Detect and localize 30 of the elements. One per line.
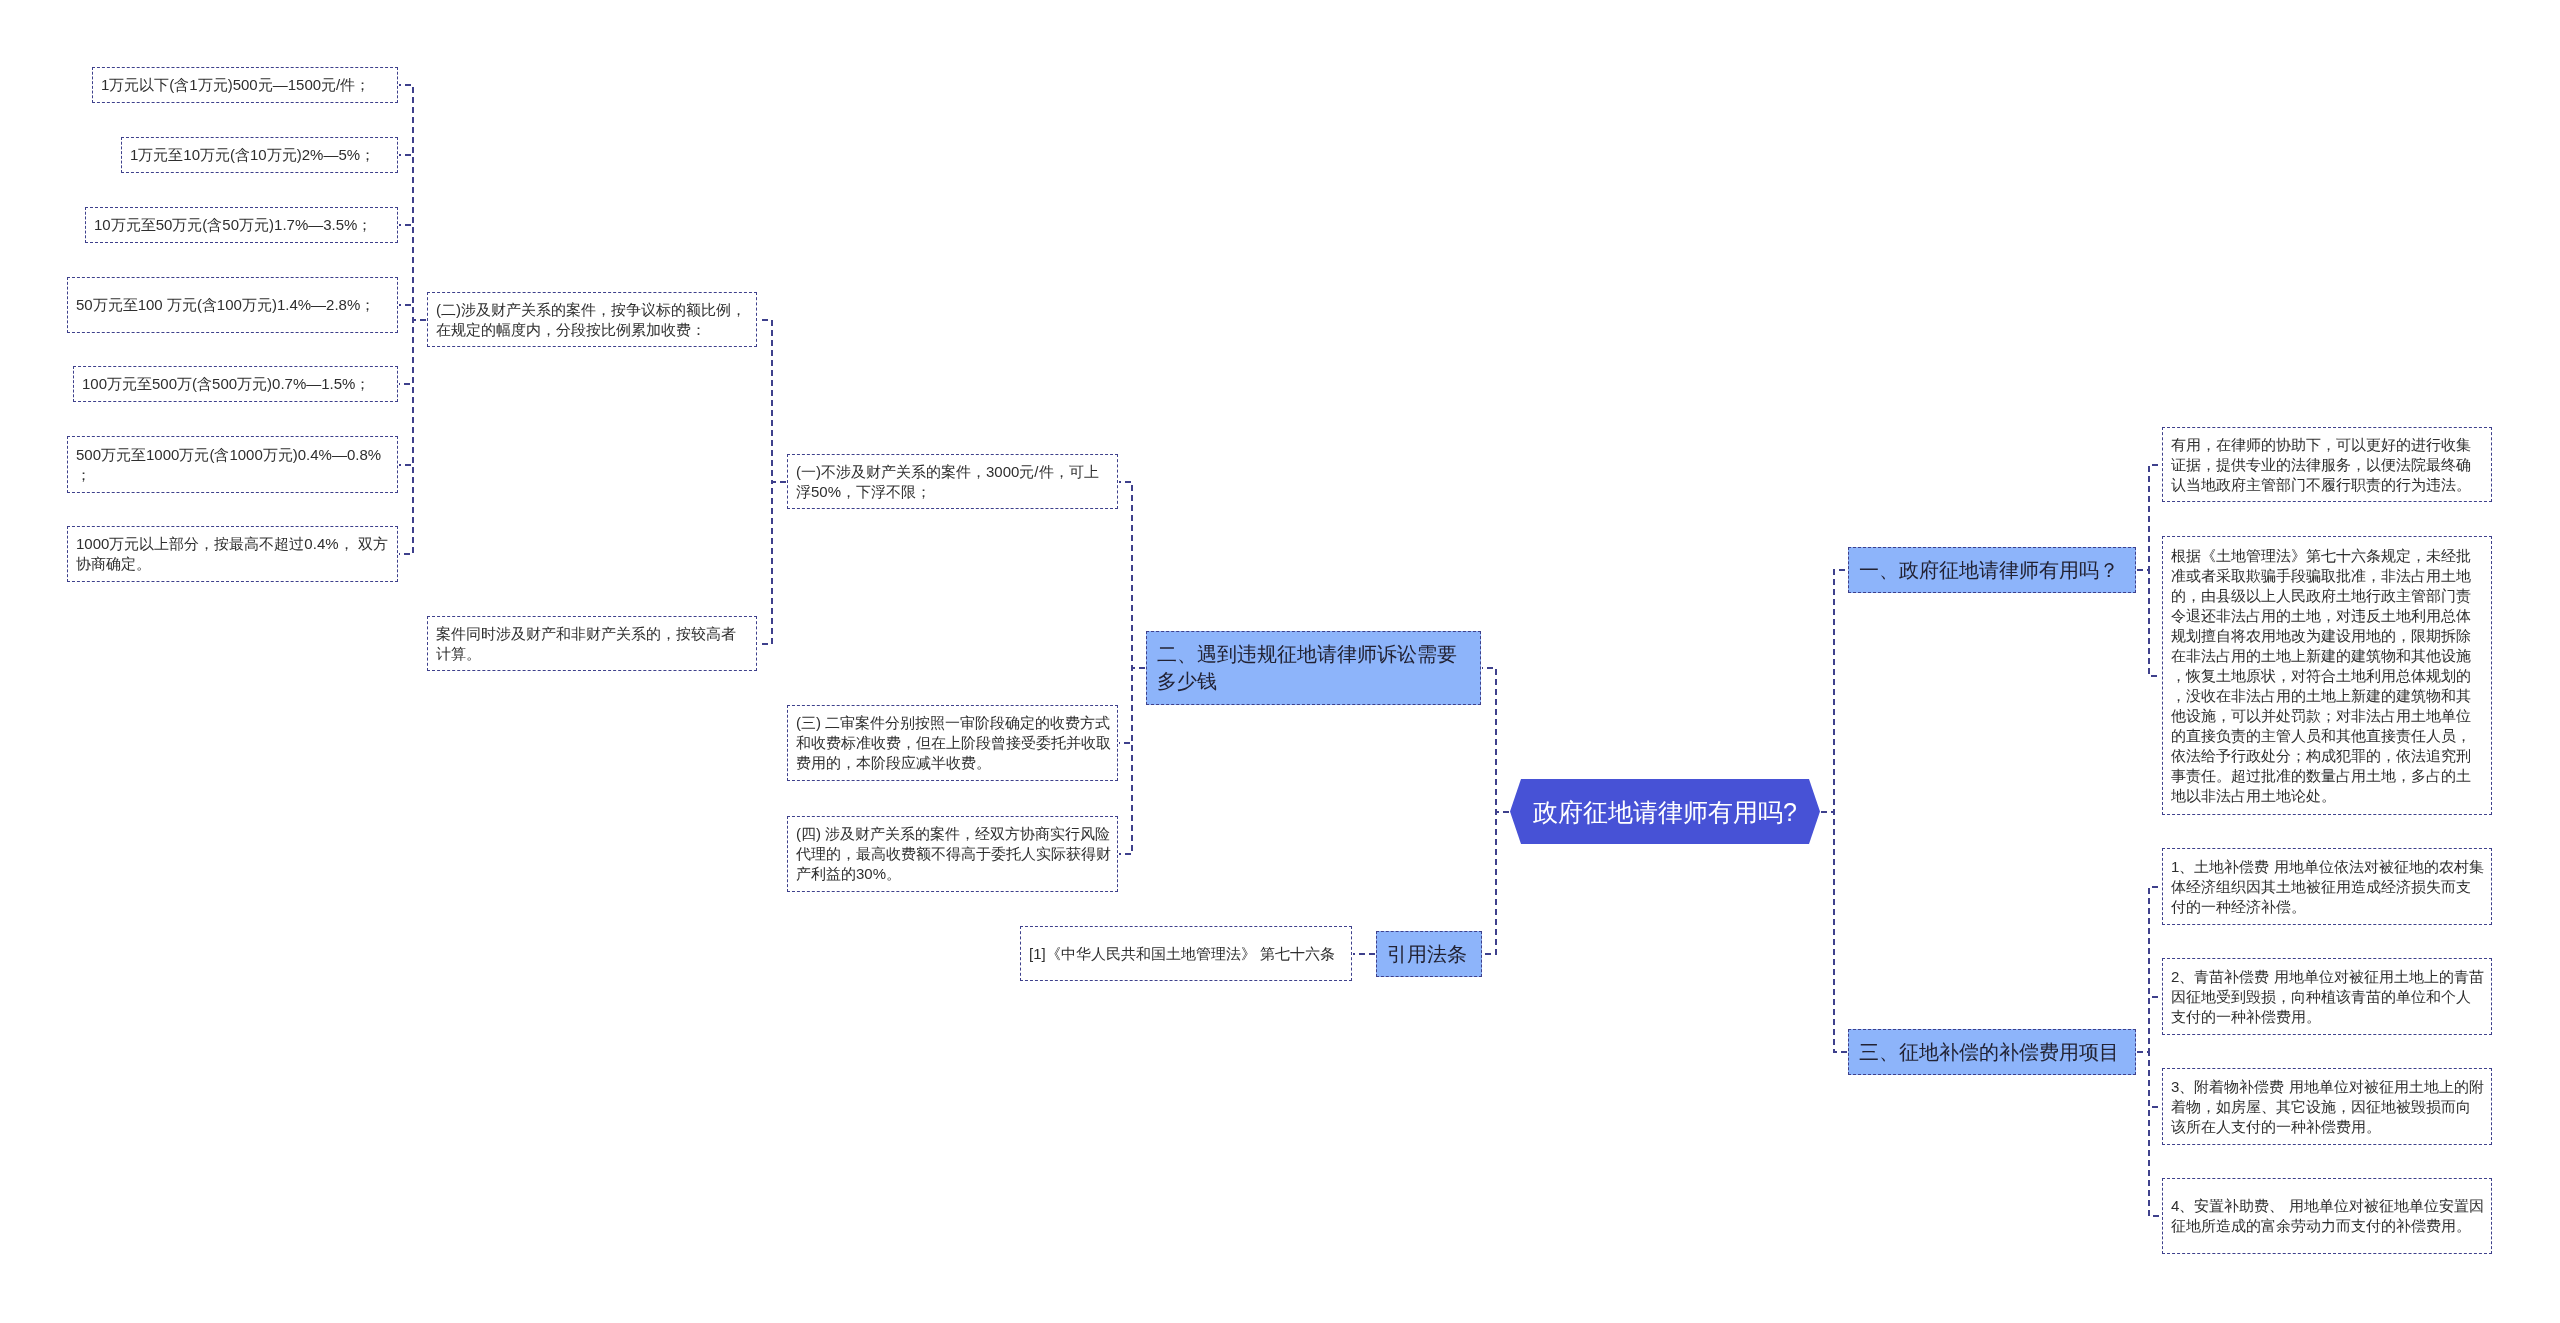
note-box: 1万元以下(含1万元)500元—1500元/件； [92, 67, 398, 103]
note-box: 10万元至50万元(含50万元)1.7%—3.5%； [85, 207, 398, 243]
note-box: (一)不涉及财产关系的案件，3000元/件，可上浮50%，下浮不限； [787, 454, 1118, 509]
note-box: 100万元至500万(含500万元)0.7%—1.5%； [73, 366, 398, 402]
connector-line [1352, 953, 1376, 955]
note-box: [1]《中华人民共和国土地管理法》 第七十六条 [1020, 926, 1352, 981]
connector-line [1482, 811, 1510, 955]
note-box: (二)涉及财产关系的案件，按争议标的额比例，在规定的幅度内，分段按比例累加收费： [427, 292, 757, 347]
connector-line [1118, 667, 1146, 855]
topic-box: 引用法条 [1376, 931, 1482, 977]
topic-box: 三、征地补偿的补偿费用项目 [1848, 1029, 2136, 1075]
connector-line [398, 319, 427, 555]
note-box: 有用，在律师的协助下，可以更好的进行收集证据，提供专业的法律服务，以便法院最终确认当地政府主管部门不履行职责的行为违法。 [2162, 427, 2492, 502]
note-box: (三) 二审案件分别按照一审阶段确定的收费方式和收费标准收费，但在上阶段曾接受委托并收取费用的，本阶段应减半收费。 [787, 705, 1118, 781]
note-box: 4、安置补助费、 用地单位对被征地单位安置因征地所造成的富余劳动力而支付的补偿费用。 [2162, 1178, 2492, 1254]
note-box: 根据《土地管理法》第七十六条规定，未经批准或者采取欺骗手段骗取批准，非法占用土地的，由县级以上人民政府土地行政主管部门责令退还非法占用的土地，对违反土地利用总体规划擅自将农用地改为建设用地的，限期拆除在非法占用的土地上新建的建筑物和其他设施，恢复土地原状，对符合土地利用总体规划的，没收在非法占用的土地上新建的建筑物和其他设施，可以并处罚款；对非法占用土地单位的直接负责的主管人员和其他直接责任人员，依法给予行政处分；构成犯罪的，依法追究刑事责任。超过批准的数量占用土地，多占的土地以非法占用土地论处。 [2162, 536, 2492, 815]
topic-box: 一、政府征地请律师有用吗？ [1848, 547, 2136, 593]
connector-line [2136, 1051, 2162, 1217]
note-box: (四) 涉及财产关系的案件，经双方协商实行风险代理的，最高收费额不得高于委托人实际获得财产利益的30%。 [787, 816, 1118, 892]
note-box: 1万元至10万元(含10万元)2%—5%； [121, 137, 398, 173]
note-box: 案件同时涉及财产和非财产关系的，按较高者计算。 [427, 616, 757, 671]
topic-box: 二、遇到违规征地请律师诉讼需要多少钱 [1146, 631, 1481, 705]
note-box: 50万元至100 万元(含100万元)1.4%—2.8%； [67, 277, 398, 333]
note-box: 1、土地补偿费 用地单位依法对被征地的农村集体经济组织因其土地被征用造成经济损失而支付的一种经济补偿。 [2162, 848, 2492, 925]
topic-hexagon: 政府征地请律师有用吗? [1510, 779, 1820, 844]
note-box: 1000万元以上部分，按最高不超过0.4%， 双方协商确定。 [67, 526, 398, 582]
note-box: 3、附着物补偿费 用地单位对被征用土地上的附着物，如房屋、其它设施，因征地被毁损而向该所在人支付的一种补偿费用。 [2162, 1068, 2492, 1145]
note-box: 2、青苗补偿费 用地单位对被征用土地上的青苗因征地受到毁损，向种植该青苗的单位和个人支付的一种补偿费用。 [2162, 958, 2492, 1035]
connector-line [1820, 811, 1848, 1053]
note-box: 500万元至1000万元(含1000万元)0.4%—0.8%； [67, 436, 398, 493]
